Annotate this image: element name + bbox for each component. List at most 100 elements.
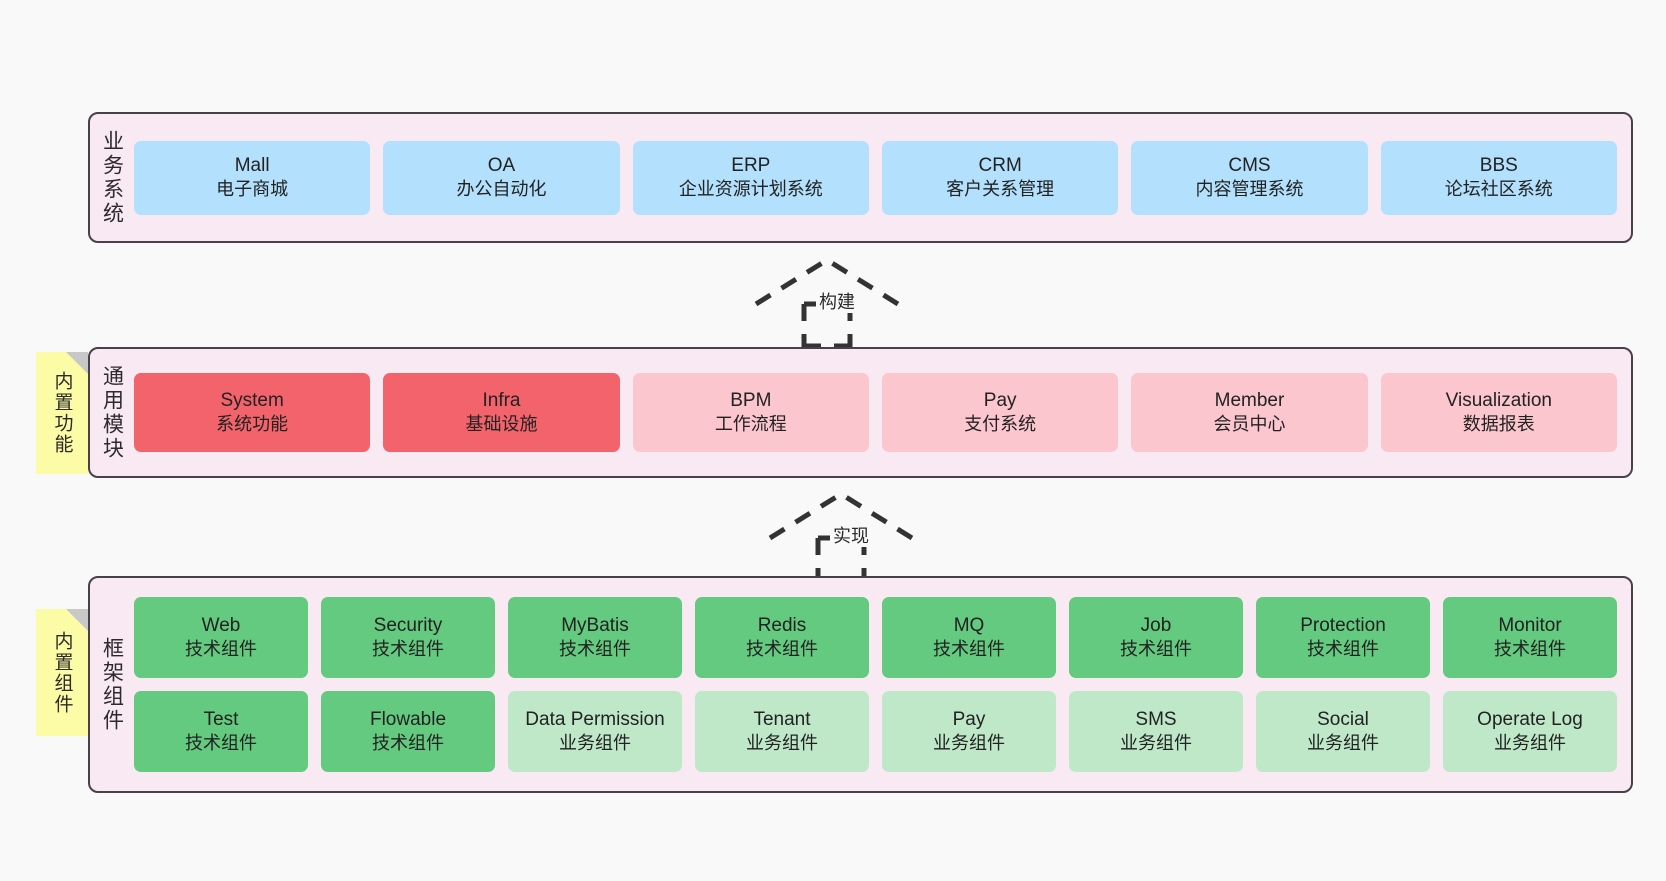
sticky-note-builtin-components-label: 内置组件: [51, 630, 73, 715]
card-bpm[interactable]: BPM 工作流程: [632, 373, 869, 452]
card-monitor[interactable]: Monitor 技术组件: [1443, 597, 1617, 678]
card-erp-title: ERP: [731, 154, 771, 176]
layer-common-module-body: System 系统功能 Infra 基础设施 BPM 工作流程 Pay 支付系统…: [134, 349, 1631, 476]
card-oa[interactable]: OA 办公自动化: [383, 140, 620, 215]
card-social[interactable]: Social 业务组件: [1256, 691, 1430, 772]
card-system[interactable]: System 系统功能: [134, 373, 371, 452]
card-sms-subtitle: 业务组件: [1120, 733, 1192, 754]
card-member-subtitle: 会员中心: [1213, 414, 1286, 435]
sticky-note-builtin-features-label: 内置功能: [51, 371, 73, 455]
card-operate-log[interactable]: Operate Log 业务组件: [1443, 691, 1617, 772]
card-sms[interactable]: SMS 业务组件: [1069, 691, 1243, 772]
card-operate-log-subtitle: 业务组件: [1494, 733, 1566, 754]
layer-business-system: 业务系统 Mall 电子商城 OA 办公自动化 ERP 企业资源计划系统 CRM…: [88, 112, 1633, 243]
card-redis-title: Redis: [757, 614, 807, 636]
card-data-permission[interactable]: Data Permission 业务组件: [508, 691, 682, 772]
card-cms-title: CMS: [1228, 154, 1271, 176]
card-bpm-title: BPM: [730, 389, 772, 411]
card-social-title: Social: [1317, 708, 1369, 730]
card-tenant-subtitle: 业务组件: [746, 733, 818, 754]
card-pay-component[interactable]: Pay 业务组件: [882, 691, 1056, 772]
card-oa-title: OA: [487, 154, 516, 176]
card-mall-subtitle: 电子商城: [216, 179, 289, 200]
card-security[interactable]: Security 技术组件: [321, 597, 495, 678]
card-erp-subtitle: 企业资源计划系统: [678, 179, 823, 200]
card-system-title: System: [220, 389, 284, 411]
card-protection[interactable]: Protection 技术组件: [1256, 597, 1430, 678]
layer-framework-component-body: Web 技术组件 Security 技术组件 MyBatis 技术组件 Redi…: [134, 578, 1631, 791]
card-mall-title: Mall: [234, 154, 270, 176]
card-member[interactable]: Member 会员中心: [1131, 373, 1368, 452]
card-pay-module-title: Pay: [983, 389, 1017, 411]
sticky-note-builtin-components: 内置组件: [36, 609, 88, 736]
card-cms-subtitle: 内容管理系统: [1195, 179, 1304, 200]
card-pay-component-title: Pay: [952, 708, 986, 730]
card-job[interactable]: Job 技术组件: [1069, 597, 1243, 678]
card-security-subtitle: 技术组件: [372, 639, 444, 660]
card-protection-subtitle: 技术组件: [1307, 639, 1379, 660]
card-web-subtitle: 技术组件: [185, 639, 257, 660]
card-job-subtitle: 技术组件: [1120, 639, 1192, 660]
card-test-title: Test: [203, 708, 239, 730]
card-test[interactable]: Test 技术组件: [134, 691, 308, 772]
card-web[interactable]: Web 技术组件: [134, 597, 308, 678]
card-mybatis-title: MyBatis: [561, 614, 629, 636]
card-data-permission-subtitle: 业务组件: [559, 733, 631, 754]
connector-build-label: 构建: [816, 292, 858, 313]
card-visualization-subtitle: 数据报表: [1462, 414, 1535, 435]
card-bbs-subtitle: 论坛社区系统: [1444, 179, 1553, 200]
card-system-subtitle: 系统功能: [216, 414, 289, 435]
card-monitor-subtitle: 技术组件: [1494, 639, 1566, 660]
card-tenant-title: Tenant: [753, 708, 811, 730]
card-tenant[interactable]: Tenant 业务组件: [695, 691, 869, 772]
card-erp[interactable]: ERP 企业资源计划系统: [632, 140, 869, 215]
card-bbs-title: BBS: [1479, 154, 1518, 176]
layer-framework-component: 框架组件 Web 技术组件 Security 技术组件 MyBatis 技术组件…: [88, 576, 1633, 793]
card-mq-subtitle: 技术组件: [933, 639, 1005, 660]
card-flowable[interactable]: Flowable 技术组件: [321, 691, 495, 772]
card-redis-subtitle: 技术组件: [746, 639, 818, 660]
layer-business-system-label: 业务系统: [100, 129, 124, 226]
card-pay-module-subtitle: 支付系统: [964, 414, 1037, 435]
card-security-title: Security: [373, 614, 443, 636]
layer-business-system-body: Mall 电子商城 OA 办公自动化 ERP 企业资源计划系统 CRM 客户关系…: [134, 114, 1631, 241]
card-visualization[interactable]: Visualization 数据报表: [1380, 373, 1617, 452]
card-redis[interactable]: Redis 技术组件: [695, 597, 869, 678]
card-member-title: Member: [1214, 389, 1285, 411]
card-visualization-title: Visualization: [1445, 389, 1552, 411]
card-mq[interactable]: MQ 技术组件: [882, 597, 1056, 678]
connector-implement-label: 实现: [830, 526, 872, 547]
card-social-subtitle: 业务组件: [1307, 733, 1379, 754]
card-job-title: Job: [1140, 614, 1172, 636]
card-flowable-title: Flowable: [369, 708, 447, 730]
card-mall[interactable]: Mall 电子商城: [134, 140, 371, 215]
layer-common-module-label: 通用模块: [100, 364, 124, 461]
card-monitor-title: Monitor: [1498, 614, 1562, 636]
layer-common-module: 通用模块 System 系统功能 Infra 基础设施 BPM 工作流程 Pay…: [88, 347, 1633, 478]
card-infra[interactable]: Infra 基础设施: [383, 373, 620, 452]
card-test-subtitle: 技术组件: [185, 733, 257, 754]
card-crm[interactable]: CRM 客户关系管理: [881, 140, 1119, 215]
card-oa-subtitle: 办公自动化: [456, 179, 547, 200]
card-data-permission-title: Data Permission: [525, 708, 665, 730]
card-mq-title: MQ: [953, 614, 985, 636]
business-card-row: Mall 电子商城 OA 办公自动化 ERP 企业资源计划系统 CRM 客户关系…: [134, 140, 1617, 215]
card-pay-component-subtitle: 业务组件: [933, 733, 1005, 754]
card-bpm-subtitle: 工作流程: [714, 414, 787, 435]
card-cms[interactable]: CMS 内容管理系统: [1131, 140, 1368, 215]
card-web-title: Web: [201, 614, 241, 636]
sticky-note-builtin-features: 内置功能: [36, 352, 88, 474]
card-pay-module[interactable]: Pay 支付系统: [881, 373, 1119, 452]
card-mybatis[interactable]: MyBatis 技术组件: [508, 597, 682, 678]
card-sms-title: SMS: [1135, 708, 1177, 730]
connector-implement: 实现: [766, 490, 916, 583]
sticky-fold-icon: [66, 609, 88, 631]
card-bbs[interactable]: BBS 论坛社区系统: [1380, 140, 1617, 215]
card-flowable-subtitle: 技术组件: [372, 733, 444, 754]
framework-tech-row: Web 技术组件 Security 技术组件 MyBatis 技术组件 Redi…: [134, 597, 1617, 678]
common-card-row: System 系统功能 Infra 基础设施 BPM 工作流程 Pay 支付系统…: [134, 373, 1617, 452]
card-crm-subtitle: 客户关系管理: [946, 179, 1055, 200]
card-mybatis-subtitle: 技术组件: [559, 639, 631, 660]
card-infra-title: Infra: [482, 389, 521, 411]
